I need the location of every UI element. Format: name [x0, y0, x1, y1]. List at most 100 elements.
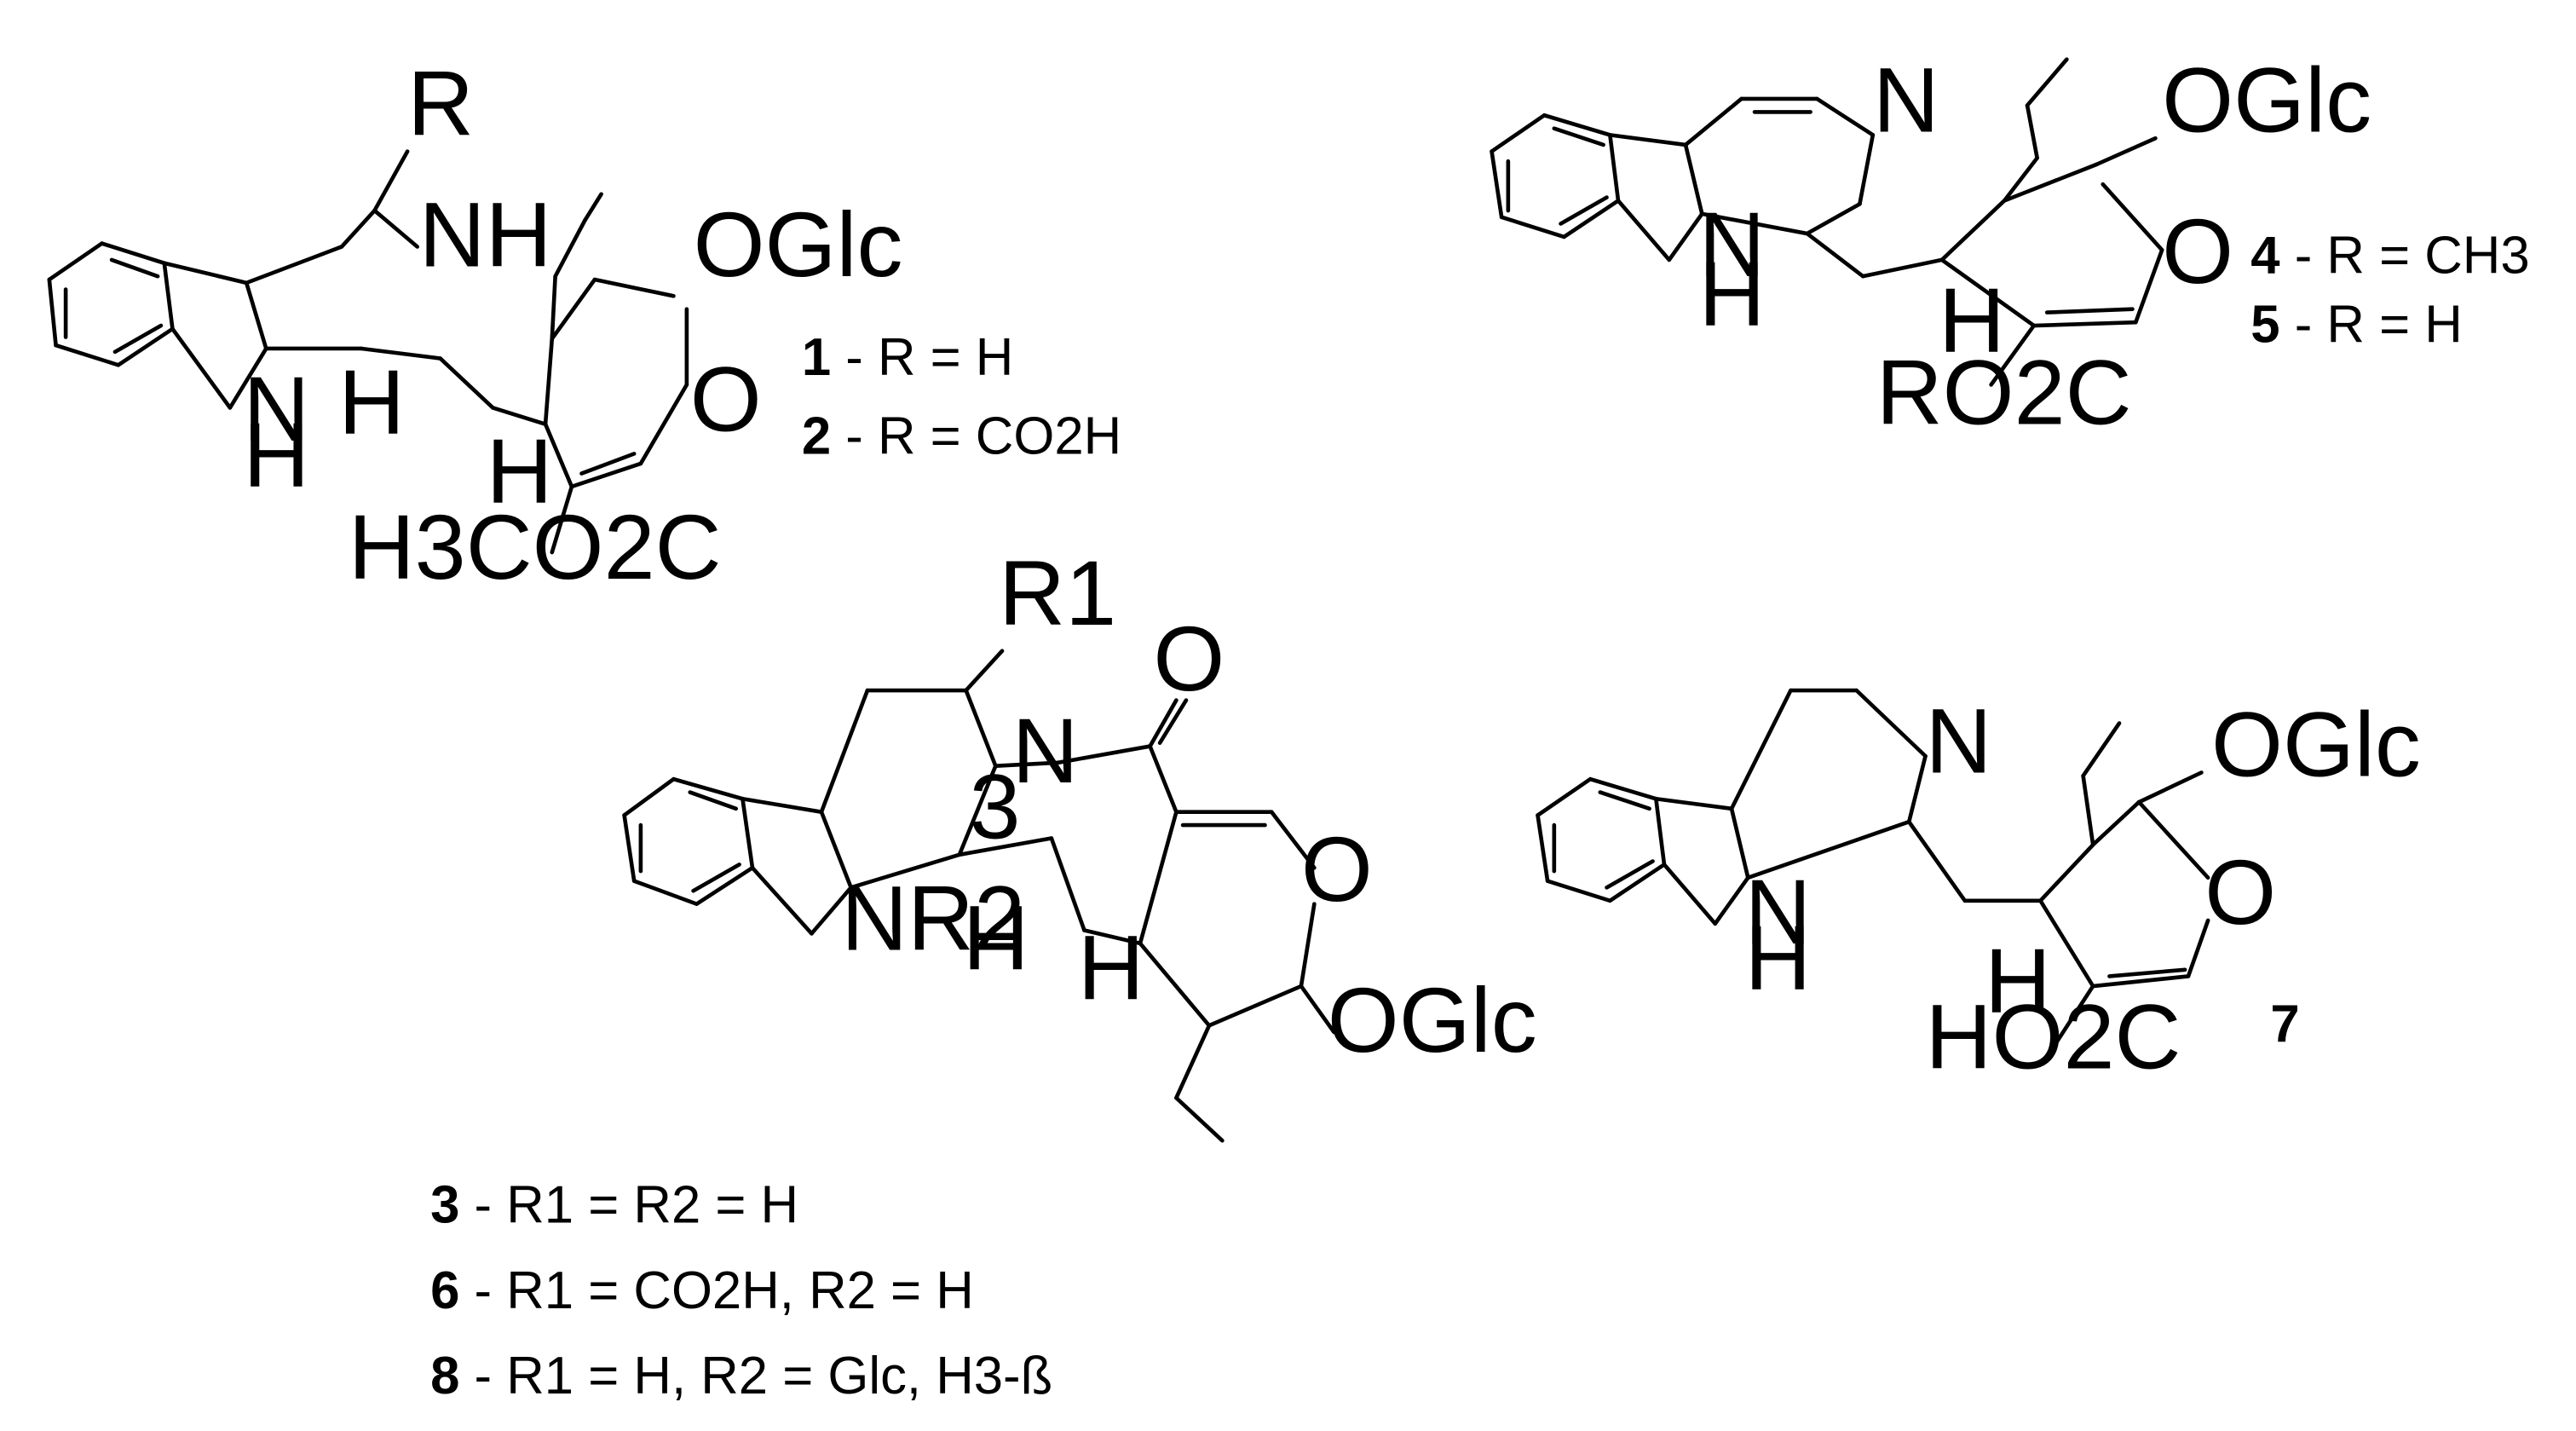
bond [162, 261, 249, 286]
bond [2031, 320, 2138, 328]
bond [1588, 776, 1658, 801]
bond [1906, 753, 1928, 824]
bond [1598, 790, 1651, 811]
bond [1138, 810, 1179, 946]
bond [2038, 842, 2095, 903]
bond [2186, 918, 2210, 978]
bond [741, 796, 824, 814]
bond [1605, 859, 1655, 890]
bond [1536, 776, 1593, 817]
carbonyl-oxygen: O [1153, 607, 1225, 710]
legend-8: 8 - R1 = H, R2 = Glc, H3-ß [430, 1347, 1052, 1405]
bond [2002, 156, 2039, 203]
oglc-label: OGlc [1328, 968, 1537, 1071]
bond [688, 790, 739, 811]
bond [741, 796, 755, 870]
bond [819, 688, 870, 814]
bond [1299, 902, 1317, 989]
compound-3-6-8: R1 O N 3 NR2 H H O OGlc 3 - R1 = R2 = H … [430, 541, 1537, 1405]
bond [1729, 688, 1793, 811]
bond [1683, 96, 1743, 147]
bond [569, 461, 643, 489]
bond [1545, 879, 1612, 903]
bond [1207, 984, 1304, 1028]
bond [1148, 698, 1179, 748]
bond [994, 760, 1060, 769]
ring-h: H [1078, 915, 1144, 1018]
bond [1552, 126, 1605, 147]
bond [622, 776, 676, 817]
bond [2136, 799, 2210, 880]
bond [1536, 813, 1550, 883]
bond [244, 245, 344, 286]
bond [1049, 836, 1086, 932]
bond [1700, 211, 1810, 236]
legend-3: 3 - R1 = R2 = H [430, 1176, 798, 1235]
bond [964, 688, 998, 769]
legend-4: 4 - R = CH3 [2250, 226, 2529, 285]
bond [1148, 744, 1179, 814]
legend-7: 7 [2270, 995, 2299, 1054]
compound-1-2: R NH N H H H OGlc O H3CO2C 1 - R = H 2 -… [243, 51, 1121, 598]
bond [359, 346, 442, 361]
bond [2090, 974, 2191, 989]
ring-h: H [1985, 929, 2051, 1032]
bond [47, 277, 58, 348]
bond [1654, 796, 1667, 867]
bond [1490, 149, 1504, 220]
bond [1608, 863, 1667, 903]
legend-2: 2 - R = CO2H [802, 407, 1121, 465]
bond [491, 406, 548, 426]
bond [550, 484, 574, 555]
bond [1269, 810, 1317, 870]
bond [1860, 257, 1945, 279]
ester-group: H3CO2C [349, 495, 722, 598]
bond [1939, 199, 2007, 263]
ring-oxygen: O [2162, 199, 2233, 303]
bond [228, 346, 268, 410]
bond [622, 813, 637, 883]
bond [2048, 984, 2095, 1054]
bond [1157, 698, 1189, 746]
bond [2081, 773, 2095, 847]
bond [1667, 211, 1704, 263]
bond [116, 326, 175, 367]
bond [1056, 744, 1152, 765]
bond [339, 208, 377, 249]
imine-n: N [1926, 689, 1992, 792]
bond [372, 208, 420, 249]
bond [1559, 195, 1609, 226]
substituent-r: R [407, 51, 474, 154]
pyridine-n: N [1873, 49, 1939, 152]
ring-h: H [1939, 268, 2005, 372]
bond [1654, 796, 1734, 811]
bond [543, 337, 555, 426]
bond [1616, 199, 1672, 263]
ring-h: H [487, 419, 553, 522]
bond [1174, 1095, 1225, 1143]
bond [592, 277, 676, 298]
bond [579, 452, 637, 476]
bond [810, 886, 853, 936]
ring-oxygen: O [690, 347, 762, 450]
bond [550, 277, 597, 341]
bond [1542, 113, 1612, 137]
compound-7: N N H H OGlc O HO2C 7 [1744, 689, 2420, 1088]
bond [2136, 770, 2204, 805]
indole-h: H [1744, 906, 1811, 1009]
bond [2002, 162, 2099, 203]
bond [550, 274, 557, 341]
compound-4-5: N N H H OGlc O RO2C 4 - R = CH3 5 - R = … [1698, 49, 2529, 444]
bond [1805, 202, 1862, 236]
h3-label: H [963, 886, 1029, 990]
bond [1608, 133, 1621, 203]
bond [170, 326, 233, 410]
bond [1713, 875, 1750, 926]
bond [372, 149, 410, 213]
bond [47, 241, 104, 282]
bond [1138, 941, 1212, 1028]
indole-n: N [243, 357, 309, 460]
bond [849, 852, 962, 890]
alpha-h: H [338, 350, 405, 453]
